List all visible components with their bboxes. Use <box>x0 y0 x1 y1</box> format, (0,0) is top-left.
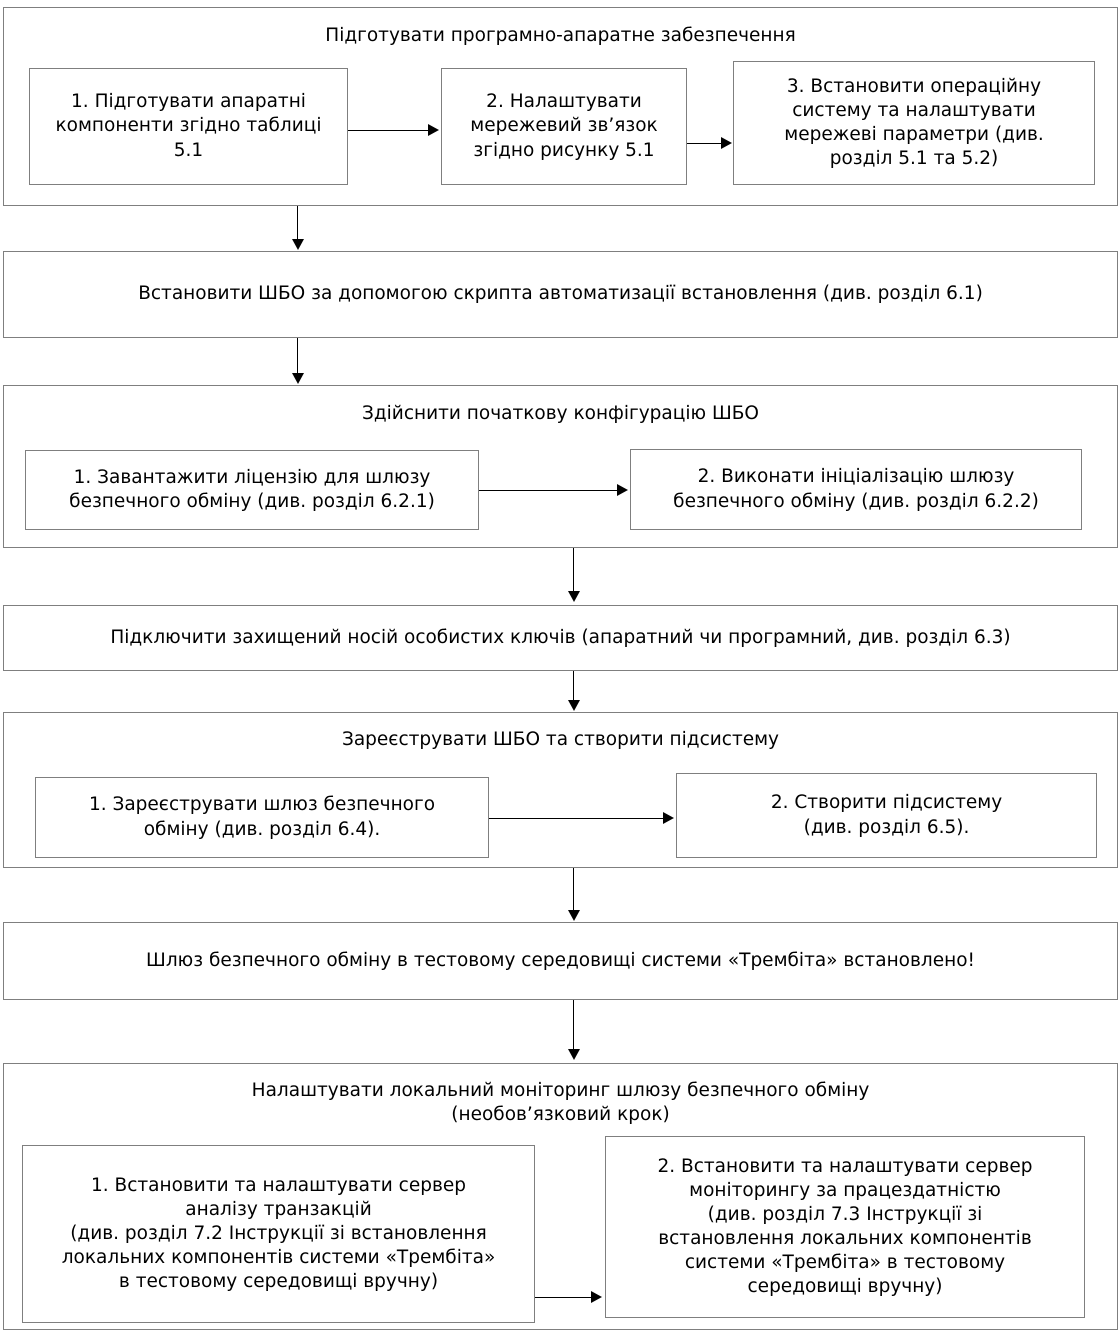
step-3-1-label: 1. Завантажити ліцензію для шлюзу безпеч… <box>69 466 435 512</box>
connector-block2-to-group3 <box>297 338 298 374</box>
arrowhead-1-1-to-1-2 <box>428 124 439 136</box>
arrowhead-group3-to-block4 <box>568 591 580 602</box>
step-1-3-install-os-and-network-params[interactable]: 3. Встановити операційну систему та нала… <box>733 61 1095 185</box>
group-1-title: Підготувати програмно-апаратне забезпече… <box>325 25 796 46</box>
step-7-1-install-transaction-analysis-server[interactable]: 1. Встановити та налаштувати сервер анал… <box>22 1145 535 1323</box>
step-1-3-label: 3. Встановити операційну систему та нала… <box>784 75 1044 170</box>
step-5-2-create-subsystem[interactable]: 2. Створити підсистему (див. розділ 6.5)… <box>676 773 1097 858</box>
group-7-title: Налаштувати локальний моніторинг шлюзу б… <box>251 1080 870 1126</box>
step-5-1-register-gateway[interactable]: 1. Зареєструвати шлюз безпечного обміну … <box>35 777 489 858</box>
step-7-2-install-monitoring-server[interactable]: 2. Встановити та налаштувати сервер моні… <box>605 1136 1085 1318</box>
step-3-1-download-license[interactable]: 1. Завантажити ліцензію для шлюзу безпеч… <box>25 450 479 530</box>
arrowhead-block4-to-group5 <box>568 700 580 711</box>
arrowhead-7-1-to-7-2 <box>591 1291 602 1303</box>
arrowhead-5-1-to-5-2 <box>663 812 674 824</box>
step-3-2-label: 2. Виконати ініціалізацію шлюзу безпечно… <box>673 466 1039 512</box>
arrowhead-group1-to-block2 <box>292 239 304 250</box>
step-7-2-label: 2. Встановити та налаштувати сервер моні… <box>657 1155 1033 1298</box>
arrowhead-block2-to-group3 <box>292 373 304 384</box>
connector-7-1-to-7-2 <box>535 1297 593 1298</box>
block-install-sbo-script[interactable]: Встановити ШБО за допомогою скрипта авто… <box>3 251 1118 338</box>
connector-group5-to-block6 <box>573 868 574 911</box>
step-7-1-label: 1. Встановити та налаштувати сервер анал… <box>61 1174 496 1293</box>
connector-1-1-to-1-2 <box>348 130 430 131</box>
connector-group1-to-block2 <box>297 206 298 240</box>
step-3-2-initialize-gateway[interactable]: 2. Виконати ініціалізацію шлюзу безпечно… <box>630 449 1082 530</box>
step-5-2-label: 2. Створити підсистему (див. розділ 6.5)… <box>770 792 1003 838</box>
block-connect-key-carrier[interactable]: Підключити захищений носій особистих клю… <box>3 605 1118 671</box>
step-1-2-label: 2. Налаштувати мережевий зв’язок згідно … <box>470 91 658 161</box>
arrowhead-1-2-to-1-3 <box>721 137 732 149</box>
connector-block6-to-group7 <box>573 1000 574 1050</box>
step-1-1-prepare-hardware-components[interactable]: 1. Підготувати апаратні компоненти згідн… <box>29 68 348 185</box>
block-2-label: Встановити ШБО за допомогою скрипта авто… <box>138 283 983 305</box>
arrowhead-block6-to-group7 <box>568 1049 580 1060</box>
connector-1-2-to-1-3 <box>687 143 723 144</box>
connector-block4-to-group5 <box>573 671 574 701</box>
block-6-label: Шлюз безпечного обміну в тестовому серед… <box>146 949 975 971</box>
step-1-2-configure-network-connection[interactable]: 2. Налаштувати мережевий зв’язок згідно … <box>441 68 687 185</box>
connector-3-1-to-3-2 <box>479 490 619 491</box>
connector-group3-to-block4 <box>573 548 574 592</box>
connector-5-1-to-5-2 <box>489 818 665 819</box>
block-gateway-installed-confirmation[interactable]: Шлюз безпечного обміну в тестовому серед… <box>3 922 1118 1000</box>
step-5-1-label: 1. Зареєструвати шлюз безпечного обміну … <box>88 794 436 840</box>
block-4-label: Підключити захищений носій особистих клю… <box>110 626 1011 648</box>
arrowhead-group5-to-block6 <box>568 910 580 921</box>
step-1-1-label: 1. Підготувати апаратні компоненти згідн… <box>55 91 322 161</box>
arrowhead-3-1-to-3-2 <box>617 484 628 496</box>
group-5-title: Зареєструвати ШБО та створити підсистему <box>341 729 780 750</box>
group-3-title: Здійснити початкову конфігурацію ШБО <box>362 403 759 424</box>
